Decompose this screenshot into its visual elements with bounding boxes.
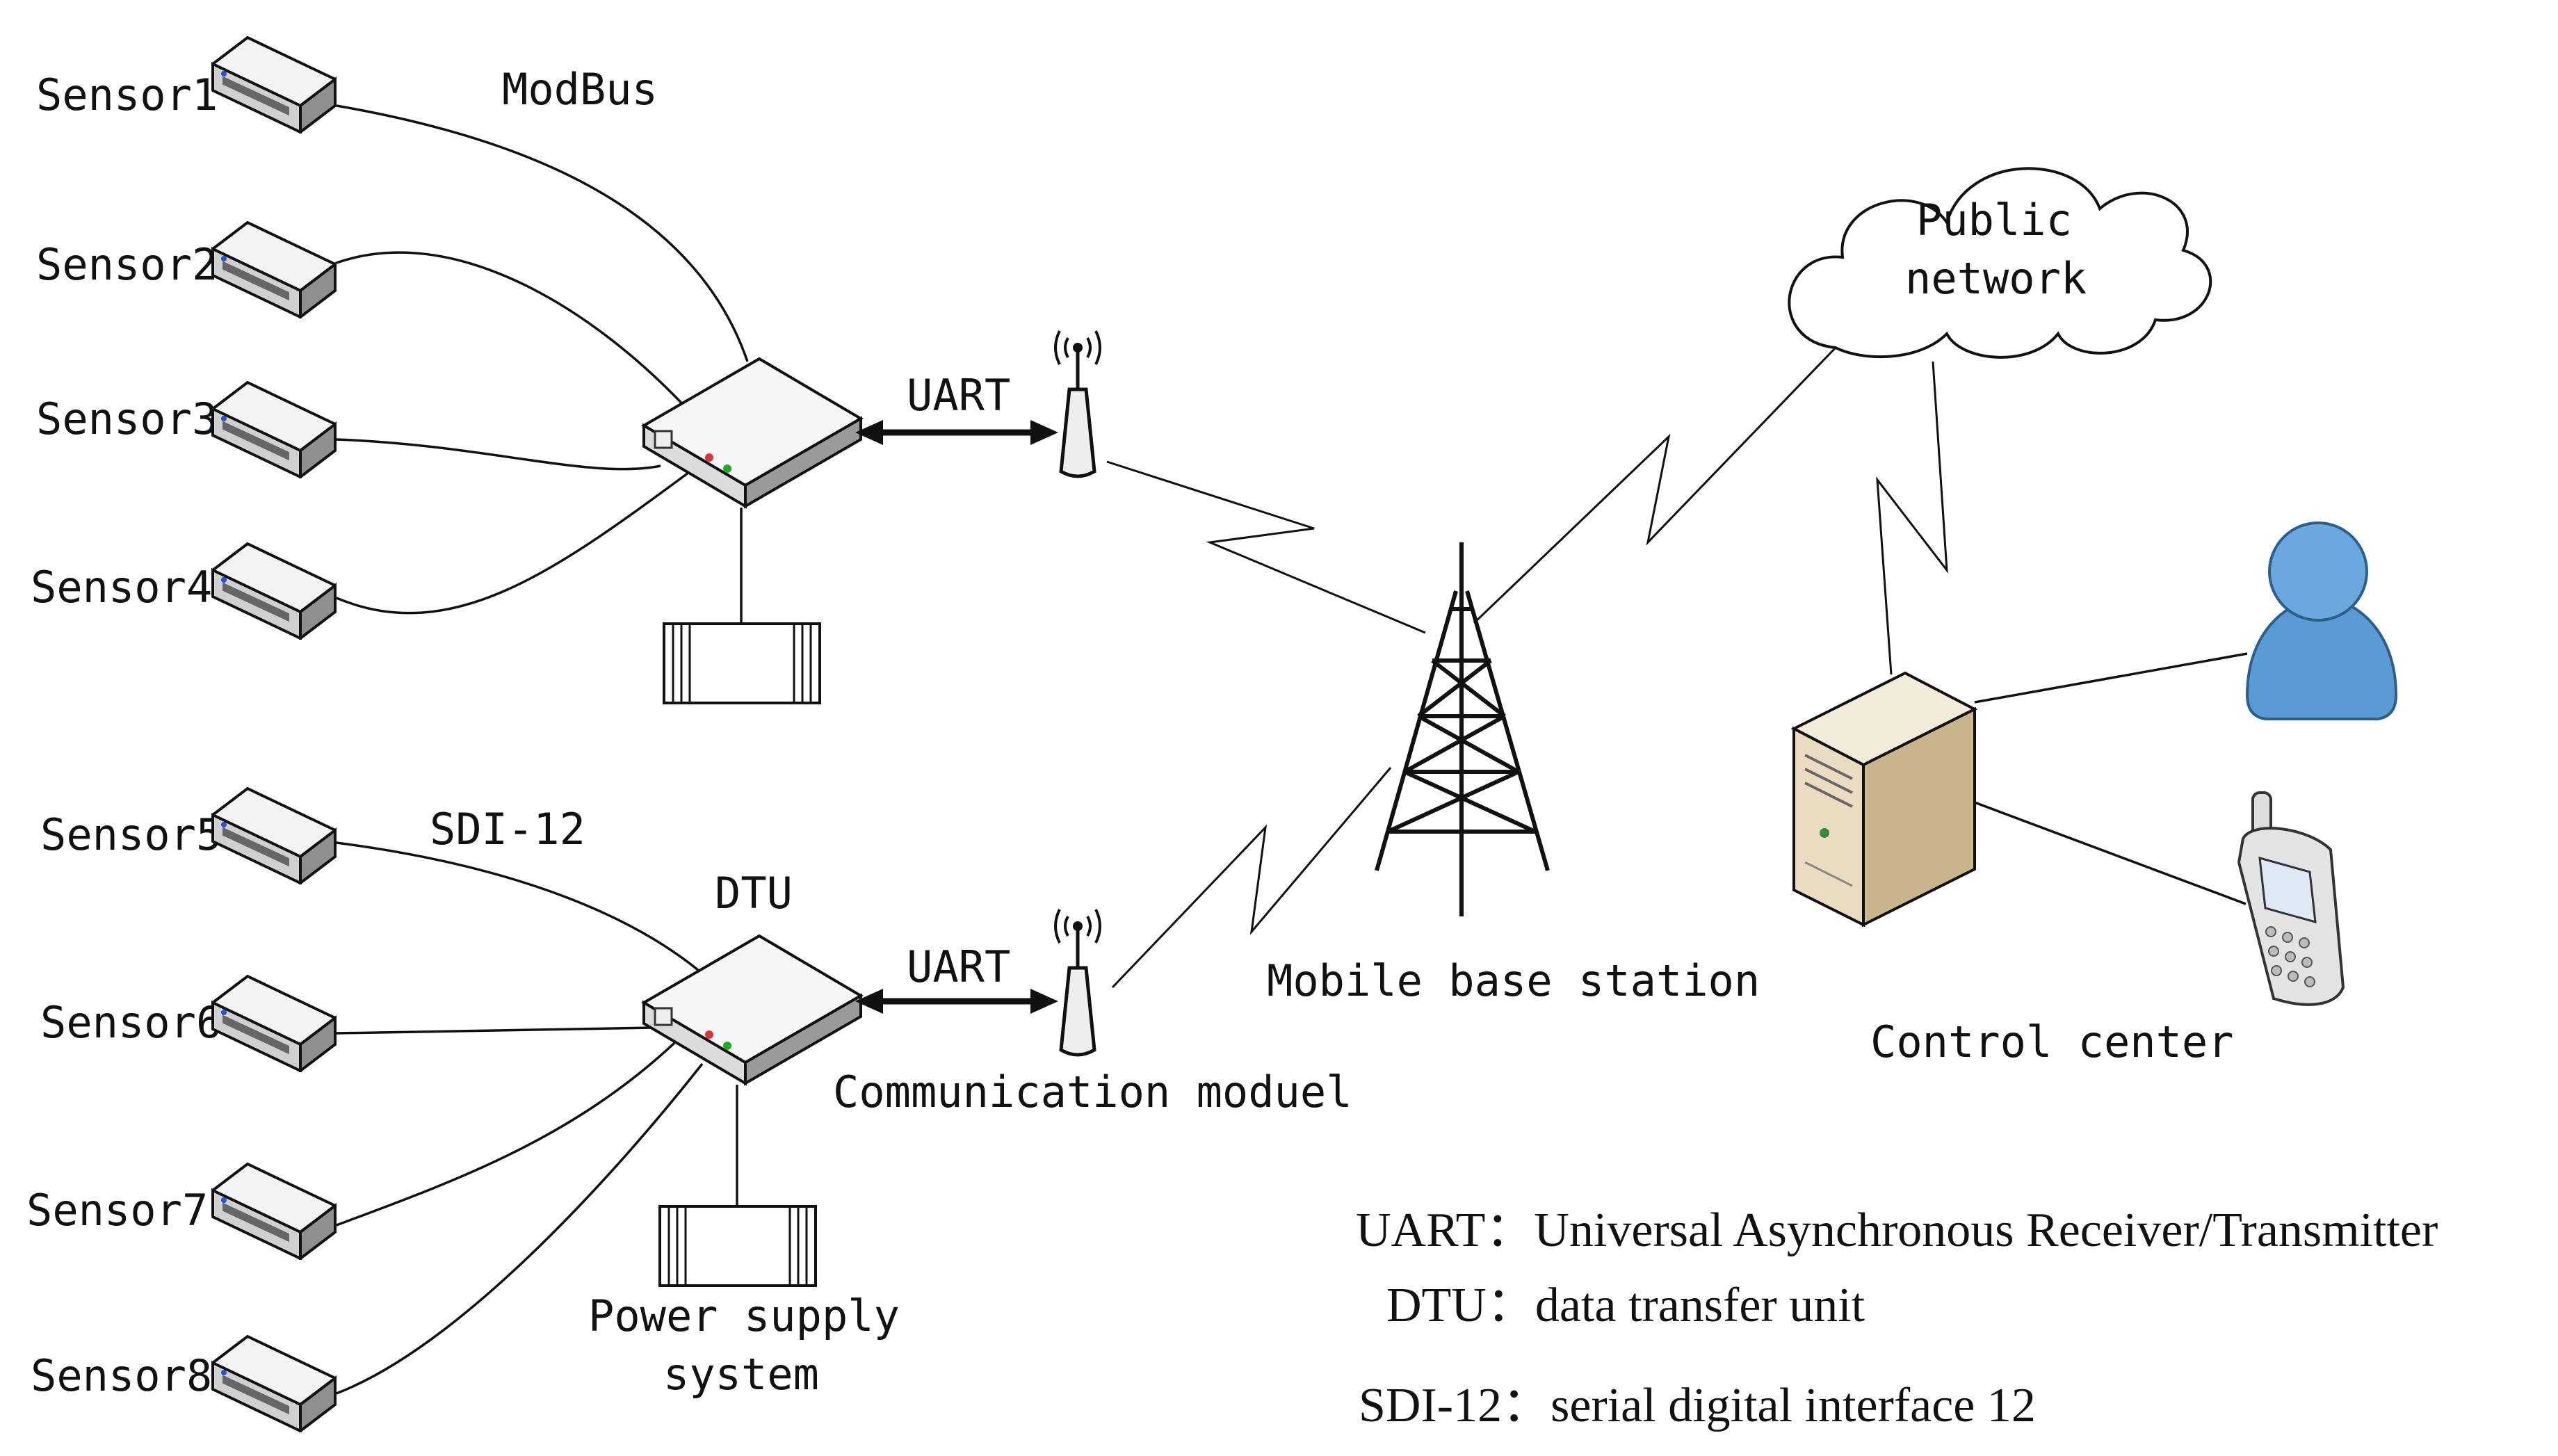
wire-sensor5 — [336, 841, 704, 975]
sensor4-icon — [211, 542, 337, 640]
sensor2-label: Sensor2 — [36, 239, 218, 290]
sensor5-label: Sensor5 — [40, 809, 222, 860]
server-icon — [1790, 671, 1978, 928]
communication-module-label: Communication moduel — [833, 1067, 1352, 1117]
mobile-phone-icon — [2237, 791, 2345, 1006]
wire-sensor2 — [336, 251, 690, 412]
legend-dtu: DTU：data transfer unit — [1386, 1279, 1865, 1332]
wire-sensor4 — [336, 471, 690, 615]
dtu-bottom-icon — [642, 935, 862, 1085]
public-network-label-line1: Public — [1916, 195, 2072, 245]
wire-sensor8 — [336, 1062, 704, 1395]
sensor7-label: Sensor7 — [26, 1185, 208, 1236]
wire-sensor1 — [336, 104, 749, 362]
power-supply-label-line1: Power supply — [588, 1291, 900, 1341]
control-center-label: Control center — [1870, 1017, 2234, 1067]
wireless-link-network — [1473, 346, 1837, 624]
wire-server-user — [1974, 652, 2248, 704]
sensor5-icon — [211, 787, 337, 884]
sensor6-label: Sensor6 — [40, 997, 222, 1048]
sdi12-label: SDI-12 — [430, 804, 585, 855]
modbus-label: ModBus — [502, 64, 658, 115]
sensor2-icon — [211, 221, 337, 318]
power-supply-top-icon — [663, 622, 821, 704]
public-network-label-line2: network — [1905, 253, 2087, 304]
wire-sensor7 — [336, 1042, 676, 1227]
sensor1-label: Sensor1 — [36, 70, 218, 120]
sensor8-label: Sensor8 — [31, 1350, 212, 1401]
uart-bottom-label: UART — [907, 941, 1010, 992]
power-supply-bottom-icon — [658, 1205, 817, 1287]
sensor1-icon — [211, 36, 337, 134]
public-network-cloud-icon — [1788, 167, 2212, 359]
sensor7-icon — [211, 1163, 337, 1260]
legend-uart: UART：Universal Asynchronous Receiver/Tra… — [1356, 1204, 2438, 1257]
sensor3-label: Sensor3 — [36, 394, 218, 444]
wire-sensor6 — [336, 1026, 654, 1035]
dtu-label: DTU — [715, 868, 793, 919]
sensor8-icon — [211, 1335, 337, 1432]
antenna-top-icon — [1055, 331, 1100, 476]
antenna-bottom-icon — [1055, 909, 1100, 1055]
uart-top-label: UART — [907, 370, 1010, 421]
uart-top-arrow — [855, 420, 1058, 445]
legend-sdi12: SDI-12：serial digital interface 12 — [1359, 1379, 2036, 1432]
sensor3-icon — [211, 381, 337, 478]
sensor4-label: Sensor4 — [31, 562, 212, 613]
base-station-tower-icon — [1375, 542, 1550, 916]
power-supply-label-line2: system — [663, 1349, 819, 1400]
user-icon — [2245, 521, 2398, 720]
sensor6-icon — [211, 975, 337, 1072]
wireless-link-top — [1106, 460, 1426, 634]
dtu-top-icon — [642, 357, 862, 508]
base-station-label: Mobile base station — [1267, 955, 1760, 1006]
wireless-link-server — [1876, 361, 1948, 675]
wire-server-phone — [1974, 801, 2247, 905]
wire-sensor3 — [336, 438, 661, 471]
uart-bottom-arrow — [855, 989, 1058, 1014]
wireless-link-bottom — [1111, 767, 1392, 989]
